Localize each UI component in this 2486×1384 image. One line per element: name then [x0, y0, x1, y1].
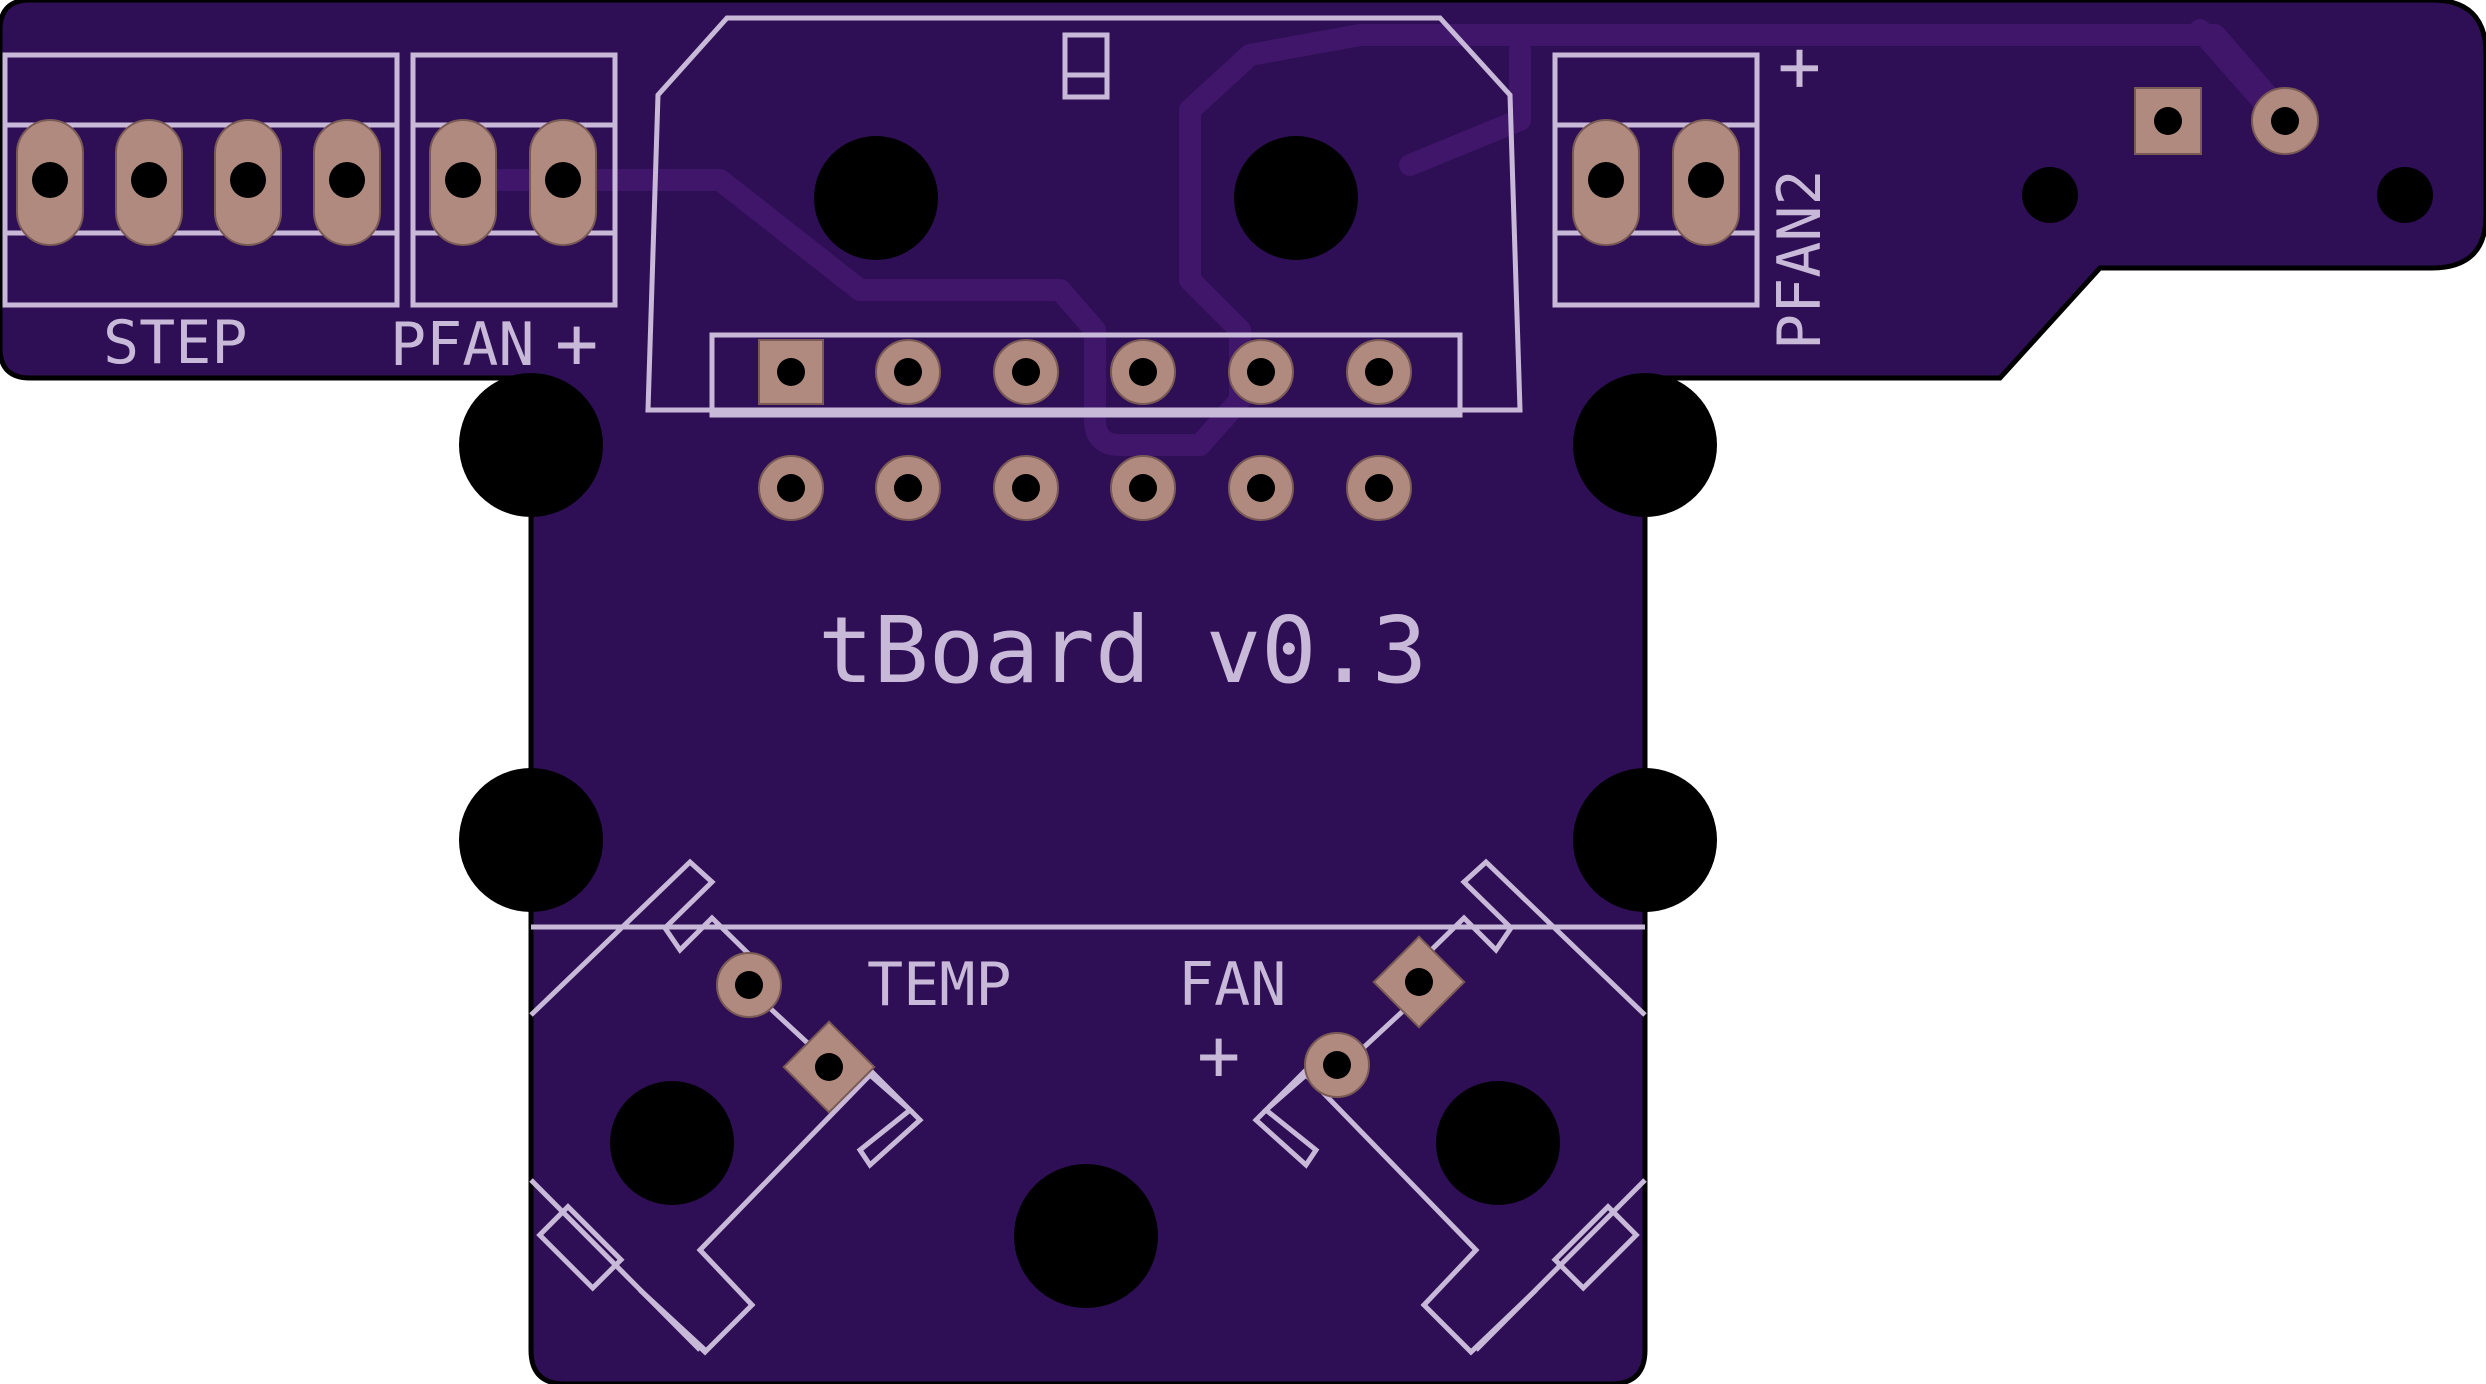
temp-sensor-footprint	[529, 858, 924, 1356]
label-fan: FAN	[1178, 950, 1286, 1020]
label-step: STEP	[103, 308, 248, 378]
temp-pads	[716, 952, 876, 1114]
label-pfan: PFAN	[390, 310, 535, 380]
board-title: tBoard v0.3	[818, 597, 1427, 704]
mounting-holes	[459, 136, 2433, 1308]
pfan2-pads	[1572, 119, 1740, 246]
header-pads	[758, 339, 1412, 521]
label-temp: TEMP	[867, 950, 1012, 1020]
fan-pads	[1304, 935, 1466, 1098]
label-fan-plus: +	[1197, 1013, 1240, 1097]
label-pfan2-plus: +	[1755, 47, 1839, 90]
label-pfan-plus: +	[555, 301, 598, 385]
right-pads	[2134, 87, 2319, 155]
center-connector	[645, 15, 1523, 418]
step-pads	[16, 119, 381, 246]
pfan-pads	[429, 119, 597, 246]
label-pfan2: PFAN2	[1765, 169, 1835, 350]
